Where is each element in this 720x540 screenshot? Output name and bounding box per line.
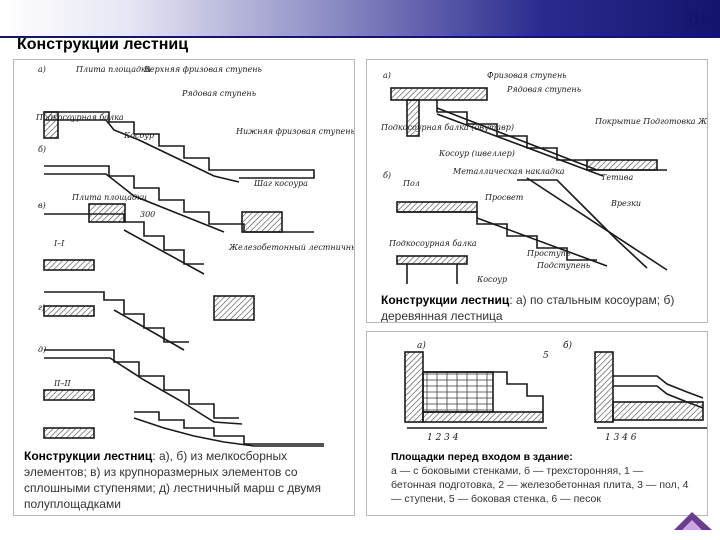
label-b5: 5 [543, 351, 549, 361]
label-nizh: Нижняя фризовая ступень [235, 127, 355, 136]
label-300: 300 [140, 210, 155, 219]
label-prosvet: Просвет [484, 193, 524, 202]
label-s1: I–I [53, 239, 65, 248]
title-bar-gradient [0, 0, 720, 36]
slide-title: Конструкции лестниц [17, 36, 189, 53]
label-balka: Подкосоурная балка [35, 113, 124, 122]
label-v: в) [38, 201, 46, 210]
label-rb: б) [383, 171, 391, 180]
right-top-caption-text: : а) по стальным косоурам; б) деревянная… [381, 293, 675, 323]
slide-number: 88 [686, 8, 712, 29]
label-a: а) [38, 65, 46, 74]
label-pol: Пол [402, 179, 420, 188]
label-pokr: Покрытие Подготовка Железобетонная плита [594, 117, 708, 126]
label-kosour: Косоур [123, 131, 154, 140]
stair-drawings-left: а) Плита площадки Верхняя фризовая ступе… [35, 65, 355, 447]
label-b: б) [38, 145, 46, 154]
label-ba: а) [417, 340, 426, 351]
label-verh: Верхняя фризовая ступень [143, 65, 262, 74]
left-drawing-panel: а) Плита площадки Верхняя фризовая ступе… [13, 59, 355, 516]
left-caption-text: : а), б) из мелкосборных элементов; в) и… [24, 449, 322, 511]
label-bb: б) [563, 340, 572, 351]
label-prostup: Проступь [526, 249, 570, 258]
label-r-balka: Подкосоурная балка (двутавр) [380, 123, 514, 132]
label-r-balka2: Подкосоурная балка [388, 239, 477, 248]
label-zhb: Железобетонный лестничный марш с зубчаты… [228, 243, 355, 252]
entrance-platform-drawings: а) 5 б) 1 2 3 4 1 3 4 6 [404, 340, 707, 443]
left-caption: Конструкции лестниц: а), б) из мелкосбор… [24, 448, 324, 512]
label-nums-a: 1 2 3 4 [427, 433, 459, 443]
label-g: г) [38, 303, 45, 312]
corner-logo-icon [674, 512, 712, 530]
label-ryad: Рядовая ступень [181, 89, 256, 98]
right-bottom-caption: Площадки перед входом в здание: а — с бо… [391, 450, 691, 506]
title-bar-rule [0, 36, 720, 38]
label-s2: II–II [53, 379, 71, 388]
right-top-caption-title: Конструкции лестниц [381, 293, 510, 307]
right-bottom-caption-text: а — с боковыми стенками, б — трехсторонн… [391, 465, 689, 505]
left-caption-title: Конструкции лестниц [24, 449, 153, 463]
label-plita: Плита площадки [75, 65, 151, 74]
label-r-ryad: Рядовая ступень [506, 85, 581, 94]
label-r-kosour2: Косоур [476, 275, 507, 284]
label-tetiva: Тетива [601, 173, 633, 182]
label-ra: а) [383, 71, 391, 80]
right-top-drawing-panel: а) Фризовая ступень Рядовая ступень Подк… [366, 59, 708, 323]
stair-drawings-right: а) Фризовая ступень Рядовая ступень Подк… [380, 71, 708, 284]
label-shag: Шаг косоура [253, 179, 308, 188]
label-vreski: Врезки [610, 199, 641, 208]
label-d: д) [38, 345, 46, 354]
label-metal: Металлическая накладка [452, 167, 565, 176]
label-plita2: Плита площадки [71, 193, 147, 202]
label-r-kosour: Косоур (швеллер) [438, 149, 515, 158]
right-top-caption: Конструкции лестниц: а) по стальным косо… [381, 292, 681, 323]
label-nums-b: 1 3 4 6 [605, 433, 637, 443]
right-bottom-caption-title: Площадки перед входом в здание: [391, 451, 573, 463]
right-bottom-drawing-panel: а) 5 б) 1 2 3 4 1 3 4 6 Площадки перед в… [366, 331, 708, 516]
label-friz: Фризовая ступень [487, 71, 567, 80]
label-podstup: Подступень [536, 261, 590, 270]
